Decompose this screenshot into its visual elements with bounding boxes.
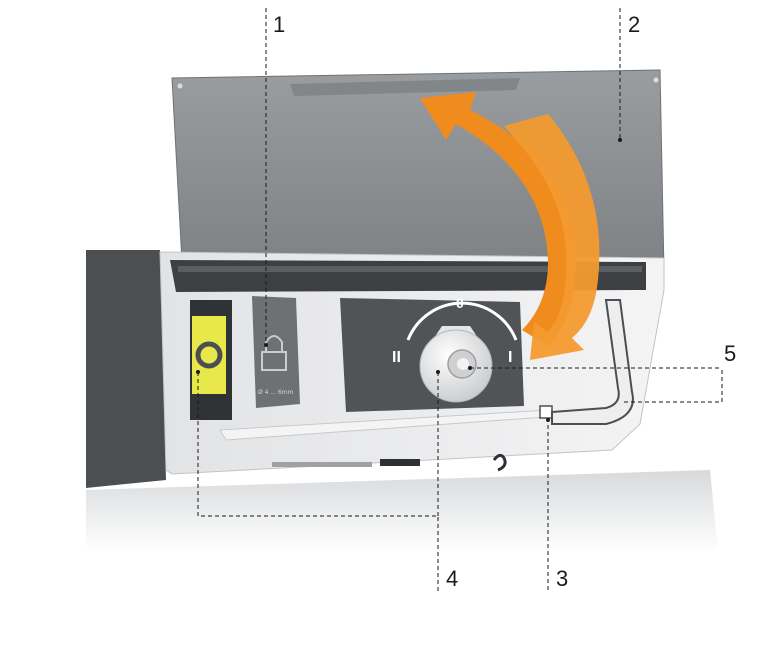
rotary-knob[interactable] [419, 326, 493, 403]
leader-dot-4b [436, 370, 440, 374]
callout-1: 1 [273, 12, 286, 37]
leader-lines [197, 8, 723, 592]
leader-dot-2 [618, 138, 622, 142]
dial-position-open: I [508, 349, 512, 366]
hook-icon [492, 453, 507, 472]
leader-dot-3 [546, 418, 550, 422]
connector-slot [380, 459, 420, 466]
dial-position-zero: 0 [456, 295, 464, 311]
callout-4: 4 [446, 566, 459, 591]
leader-dot-1 [264, 343, 268, 347]
dial-position-closed: II [392, 349, 401, 366]
rail-latch[interactable] [539, 405, 553, 419]
lid-recess [290, 78, 520, 96]
hinge-rod [178, 266, 642, 272]
padlock-icon [261, 335, 287, 371]
lock-diameter-label: Ø 4 ... 6mm [258, 389, 294, 396]
leader-4 [197, 372, 439, 592]
leader-dot-5 [468, 366, 472, 370]
rotation-arrow-icon [420, 92, 600, 360]
lid-screw-right [653, 77, 659, 83]
switch-ring-icon [195, 341, 223, 369]
housing-left-block [86, 250, 166, 488]
callout-3: 3 [556, 566, 569, 591]
callout-5: 5 [724, 341, 737, 366]
lid-screw-left [177, 83, 183, 89]
connecting-rod [551, 299, 634, 425]
leader-dot-4a [196, 370, 200, 374]
dial-arc [406, 301, 518, 341]
vent-slot [272, 462, 372, 467]
leader-5b [624, 368, 723, 403]
floor-shadow [86, 470, 718, 552]
callout-2: 2 [628, 12, 641, 37]
